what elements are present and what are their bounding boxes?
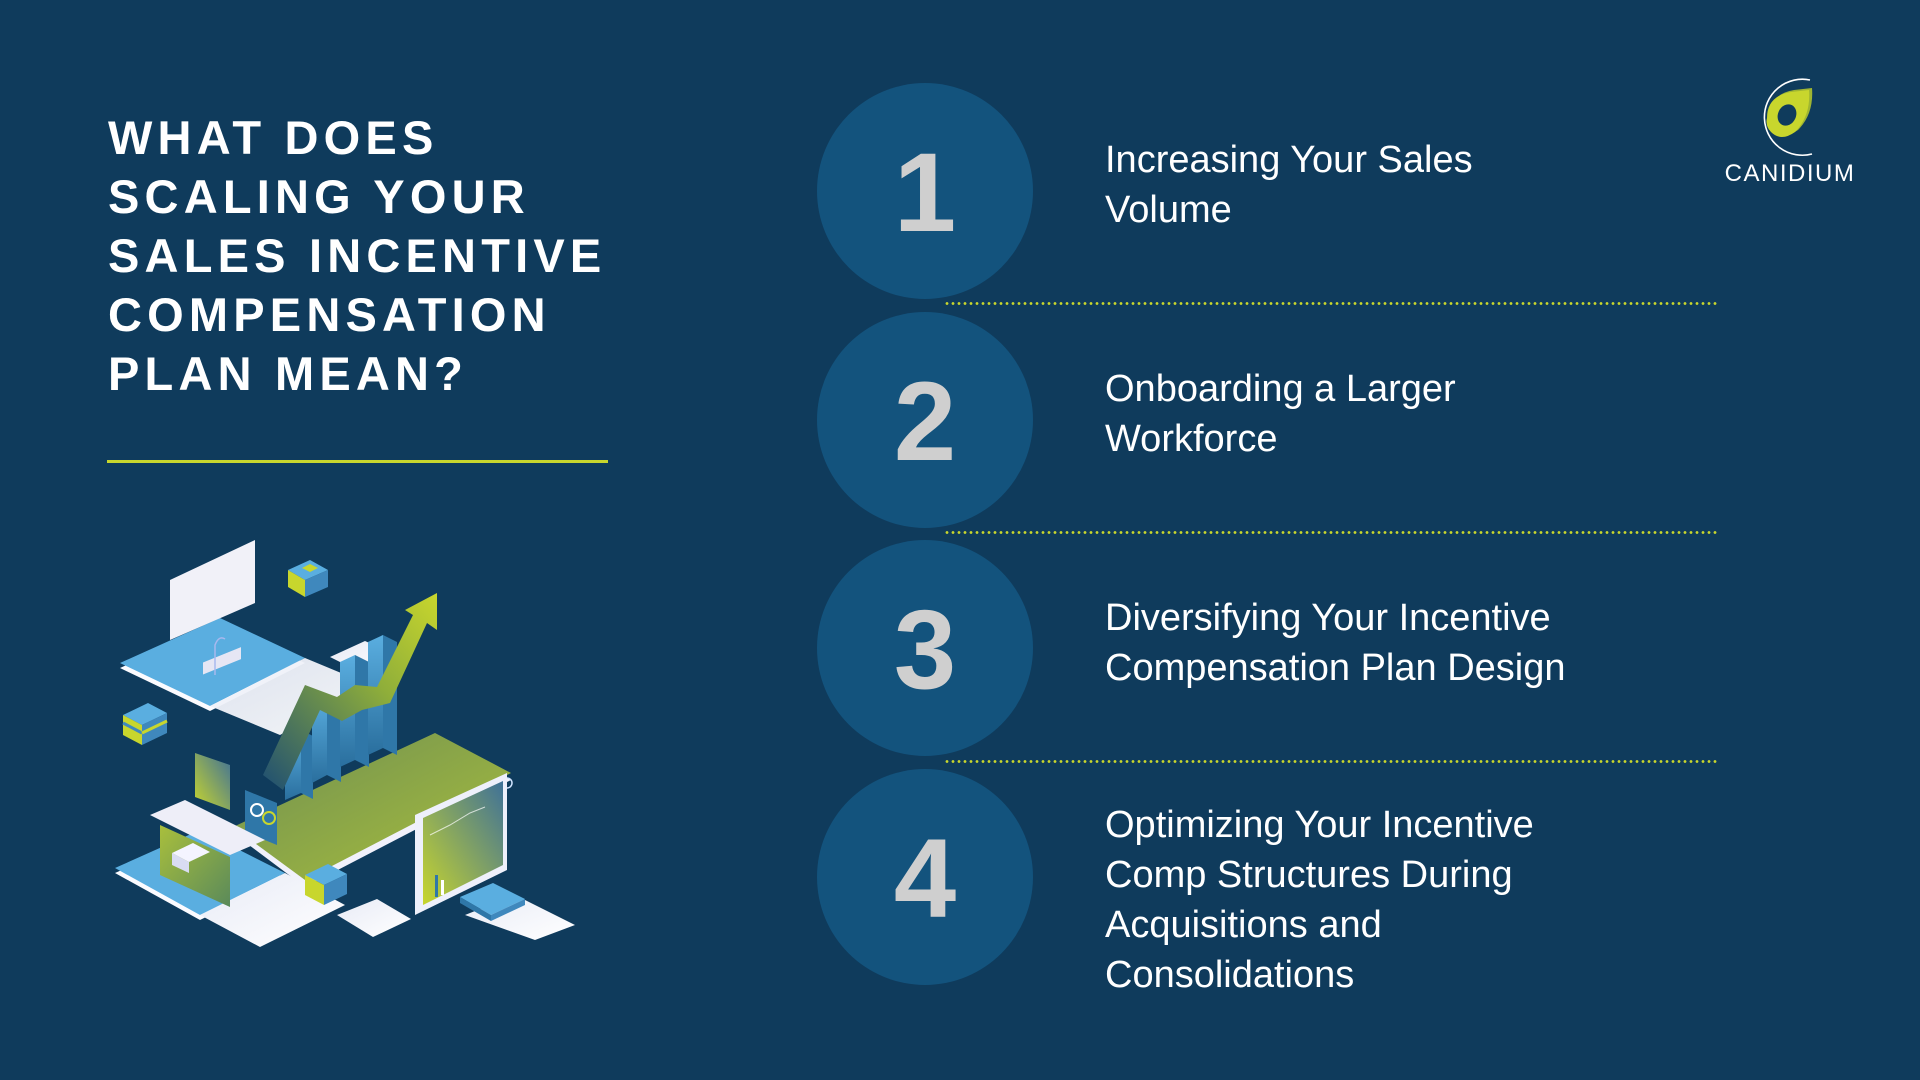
page-title: WHAT DOES SCALING YOUR SALES INCENTIVE C…	[108, 108, 606, 403]
title-line: PLAN MEAN?	[108, 347, 469, 400]
step-label-line: Compensation Plan Design	[1105, 647, 1566, 689]
step-label-line: Volume	[1105, 189, 1232, 231]
step-number-badge: 2	[817, 312, 1033, 528]
step-number: 2	[893, 359, 957, 484]
step-label-line: Onboarding a Larger	[1105, 368, 1456, 410]
title-line: SALES INCENTIVE	[108, 229, 607, 282]
dotted-divider	[944, 760, 1717, 763]
step-label-line: Consolidations	[1105, 954, 1355, 996]
dotted-divider	[944, 302, 1717, 305]
step-label: Diversifying Your Incentive Compensation…	[1105, 593, 1665, 693]
step-label-line: Increasing Your Sales	[1105, 139, 1473, 181]
title-line: COMPENSATION	[108, 288, 551, 341]
step-number: 1	[893, 130, 957, 255]
step-label-line: Comp Structures During	[1105, 854, 1513, 896]
canidium-leaf-logo-icon	[1763, 78, 1813, 157]
step-label-line: Diversifying Your Incentive	[1105, 597, 1551, 639]
heading-divider	[107, 460, 608, 463]
step-label: Onboarding a Larger Workforce	[1105, 364, 1665, 464]
step-number: 4	[893, 816, 957, 941]
step-number-badge: 3	[817, 540, 1033, 756]
step-number-badge: 4	[817, 769, 1033, 985]
step-label: Optimizing Your Incentive Comp Structure…	[1105, 800, 1665, 1000]
step-number-badge: 1	[817, 83, 1033, 299]
isometric-sales-growth-illustration-icon	[115, 540, 575, 947]
title-line: SCALING YOUR	[108, 170, 530, 223]
step-label-line: Optimizing Your Incentive	[1105, 804, 1534, 846]
step-label-line: Workforce	[1105, 418, 1278, 460]
brand-name: CANIDIUM	[1724, 160, 1856, 187]
step-number: 3	[893, 587, 957, 712]
step-label: Increasing Your Sales Volume	[1105, 135, 1665, 235]
title-line: WHAT DOES	[108, 111, 439, 164]
dotted-divider	[944, 531, 1717, 534]
step-label-line: Acquisitions and	[1105, 904, 1382, 946]
